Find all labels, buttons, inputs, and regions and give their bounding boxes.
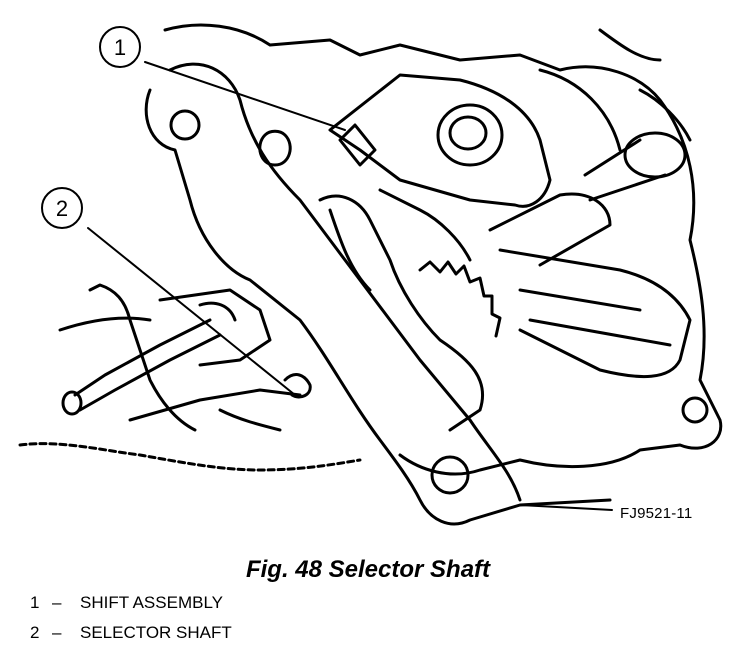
part-code-leader [519,504,613,511]
legend-item-number: 1 [30,593,40,612]
callout-2: 2 [41,187,83,229]
plate-hole-bottom [430,455,470,495]
shift-assembly [318,73,552,432]
callout-1-number: 1 [114,35,126,60]
transmission-housing [163,23,723,476]
legend-item-number: 2 [30,623,40,642]
plate-hole-top [169,109,201,141]
callout-leaders [87,61,346,396]
legend-item-label: SHIFT ASSEMBLY [80,593,223,612]
legend-item-separator: – [52,593,62,612]
callout-2-number: 2 [56,196,68,221]
legend-item: 2 – SELECTOR SHAFT [30,623,232,653]
casting-edge [18,316,362,472]
legend-item-label: SELECTOR SHAFT [80,623,232,642]
shift-rails [488,131,709,424]
callout-2-leader [87,227,296,396]
legend-item-separator: – [52,623,62,642]
plate [144,62,612,526]
legend-item: 1 – SHIFT ASSEMBLY [30,593,232,623]
selector-shaft-illustration: 1 2 [18,23,723,526]
detent-teeth [418,260,502,338]
callout-1: 1 [99,26,141,68]
callout-1-leader [144,61,346,131]
figure-caption: Fig. 48 Selector Shaft [245,556,491,583]
legend: 1 – SHIFT ASSEMBLY 2 – SELECTOR SHAFT [30,593,232,653]
selector-shaft [61,283,312,432]
part-code: FJ9521-11 [620,505,693,522]
